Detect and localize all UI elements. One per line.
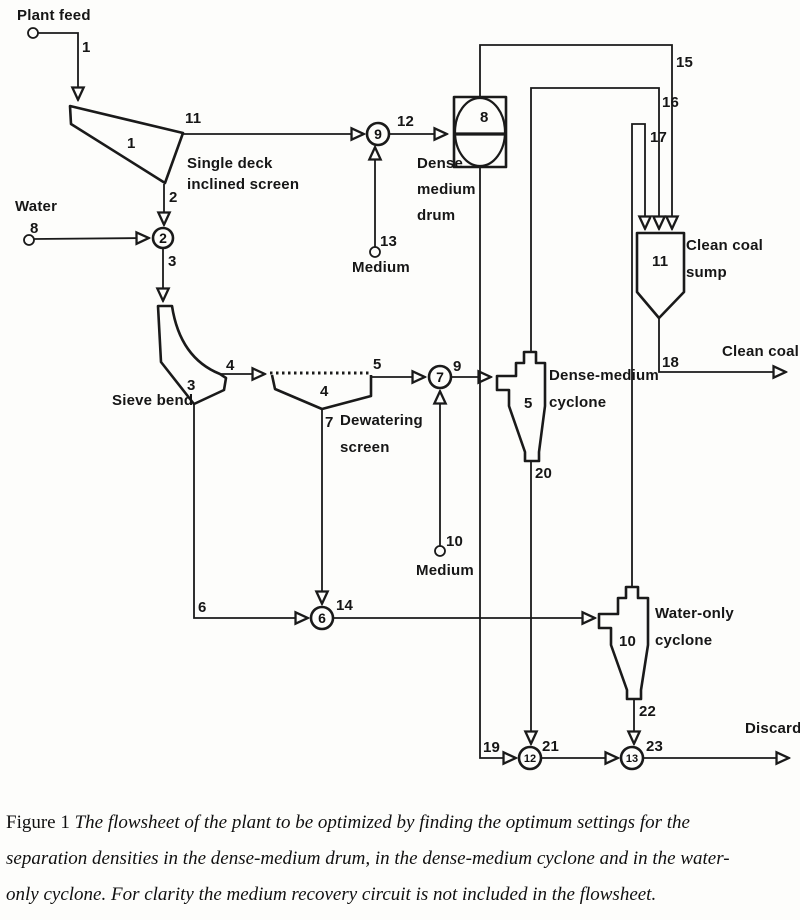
stream-6-line bbox=[193, 404, 307, 618]
dewatering-screen-name-2: screen bbox=[340, 439, 390, 456]
stream-7-label: 7 bbox=[325, 414, 334, 431]
stream-14-label: 14 bbox=[336, 597, 354, 614]
mixer-9-number: 9 bbox=[374, 126, 382, 142]
dense-medium-drum-number: 8 bbox=[480, 109, 489, 126]
flowsheet-diagram: 2 9 7 6 12 13 Plant feed Water Medium Me… bbox=[15, 7, 800, 771]
stream-18-label: 18 bbox=[662, 354, 679, 371]
stream-12-label: 12 bbox=[397, 113, 414, 130]
mixer-node-2 bbox=[151, 226, 175, 250]
dense-medium-cyclone-number: 5 bbox=[524, 395, 533, 412]
medium-13-label: Medium bbox=[352, 259, 410, 276]
water-source-icon bbox=[23, 234, 35, 246]
stream-23-label: 23 bbox=[646, 738, 663, 755]
caption-line-1: Figure 1 The flowsheet of the plant to b… bbox=[6, 812, 794, 834]
mixer-node-7 bbox=[427, 364, 453, 390]
mixer-node-6 bbox=[309, 605, 335, 631]
medium-source-10-icon bbox=[434, 545, 446, 557]
stream-18-line bbox=[658, 318, 785, 372]
stream-16-line bbox=[530, 87, 659, 352]
inclined-screen-shape bbox=[68, 104, 185, 185]
figure-caption: Figure 1 The flowsheet of the plant to b… bbox=[0, 812, 794, 920]
stream-8-line bbox=[33, 238, 148, 239]
clean-coal-sump-number: 11 bbox=[652, 253, 668, 270]
mixer-13-number: 13 bbox=[626, 753, 638, 765]
caption-line-3: only cyclone. For clarity the medium rec… bbox=[6, 884, 657, 905]
dense-medium-cyclone-name-1: Dense-medium bbox=[549, 367, 659, 384]
plant-feed-label: Plant feed bbox=[17, 7, 91, 24]
stream-2-label: 2 bbox=[169, 189, 178, 206]
mixer-2-number: 2 bbox=[159, 230, 167, 246]
dense-medium-cyclone-shape bbox=[495, 350, 547, 463]
stream-5-label: 5 bbox=[373, 356, 382, 373]
stream-19-label: 19 bbox=[483, 739, 500, 756]
dense-medium-drum-name-2: medium bbox=[417, 181, 476, 198]
clean-coal-sump-shape bbox=[635, 231, 686, 320]
stream-16-label: 16 bbox=[662, 94, 679, 111]
stream-20-label: 20 bbox=[535, 465, 552, 482]
dense-medium-drum-circle bbox=[453, 96, 507, 168]
mixer-7-number: 7 bbox=[436, 369, 444, 385]
medium-source-13-icon bbox=[369, 246, 381, 258]
clean-coal-product-label: Clean coal bbox=[722, 343, 799, 360]
clean-coal-sump-name-2: sump bbox=[686, 264, 727, 281]
stream-13-label: 13 bbox=[380, 233, 397, 250]
discard-product-label: Discard bbox=[745, 720, 800, 737]
mixer-12-number: 12 bbox=[524, 753, 536, 765]
stream-21-label: 21 bbox=[542, 738, 559, 755]
stream-8-label: 8 bbox=[30, 220, 39, 237]
caption-line-1-text: The flowsheet of the plant to be optimiz… bbox=[74, 812, 690, 833]
dense-medium-cyclone-name-2: cyclone bbox=[549, 394, 606, 411]
inclined-screen-name-2: inclined screen bbox=[187, 176, 299, 193]
water-label: Water bbox=[15, 198, 57, 215]
stream-17-label: 17 bbox=[650, 129, 667, 146]
dewatering-screen-number: 4 bbox=[320, 383, 329, 400]
inclined-screen-name-1: Single deck bbox=[187, 155, 273, 172]
stream-9-label: 9 bbox=[453, 358, 462, 375]
plant-feed-source-icon bbox=[27, 27, 39, 39]
dense-medium-drum-name-3: drum bbox=[417, 207, 455, 224]
stream-19-line bbox=[479, 167, 515, 758]
stream-17-line bbox=[631, 123, 645, 587]
stream-22-label: 22 bbox=[639, 703, 656, 720]
dewatering-screen-name-1: Dewatering bbox=[340, 412, 423, 429]
stream-15-label: 15 bbox=[676, 54, 693, 71]
sieve-bend-name: Sieve bend bbox=[112, 392, 193, 409]
mixer-node-13 bbox=[619, 745, 645, 771]
stream-1-line bbox=[38, 32, 78, 99]
sieve-bend-shape bbox=[156, 304, 228, 406]
water-only-cyclone-shape bbox=[597, 585, 650, 701]
figure-number-label: Figure 1 bbox=[6, 812, 70, 833]
medium-10-label: Medium bbox=[416, 562, 474, 579]
stream-15-line bbox=[479, 44, 672, 228]
stream-1-label: 1 bbox=[82, 39, 91, 56]
inclined-screen-number: 1 bbox=[127, 135, 136, 152]
stream-10-label: 10 bbox=[446, 533, 463, 550]
stream-4-label: 4 bbox=[226, 357, 235, 374]
sieve-bend-number: 3 bbox=[187, 377, 196, 394]
mixer-node-9 bbox=[365, 121, 391, 147]
mixer-6-number: 6 bbox=[318, 610, 326, 626]
mixer-node-12 bbox=[517, 745, 543, 771]
dewatering-screen-shape bbox=[270, 374, 373, 411]
caption-line-2: separation densities in the dense-medium… bbox=[6, 848, 730, 869]
dense-medium-drum-name-1: Dense bbox=[417, 155, 463, 172]
stream-3-label: 3 bbox=[168, 253, 177, 270]
stream-11-label: 11 bbox=[185, 110, 201, 127]
water-only-cyclone-number: 10 bbox=[619, 633, 636, 650]
water-only-cyclone-name-2: cyclone bbox=[655, 632, 712, 649]
stream-6-label: 6 bbox=[198, 599, 207, 616]
water-only-cyclone-name-1: Water-only bbox=[655, 605, 734, 622]
clean-coal-sump-name-1: Clean coal bbox=[686, 237, 763, 254]
